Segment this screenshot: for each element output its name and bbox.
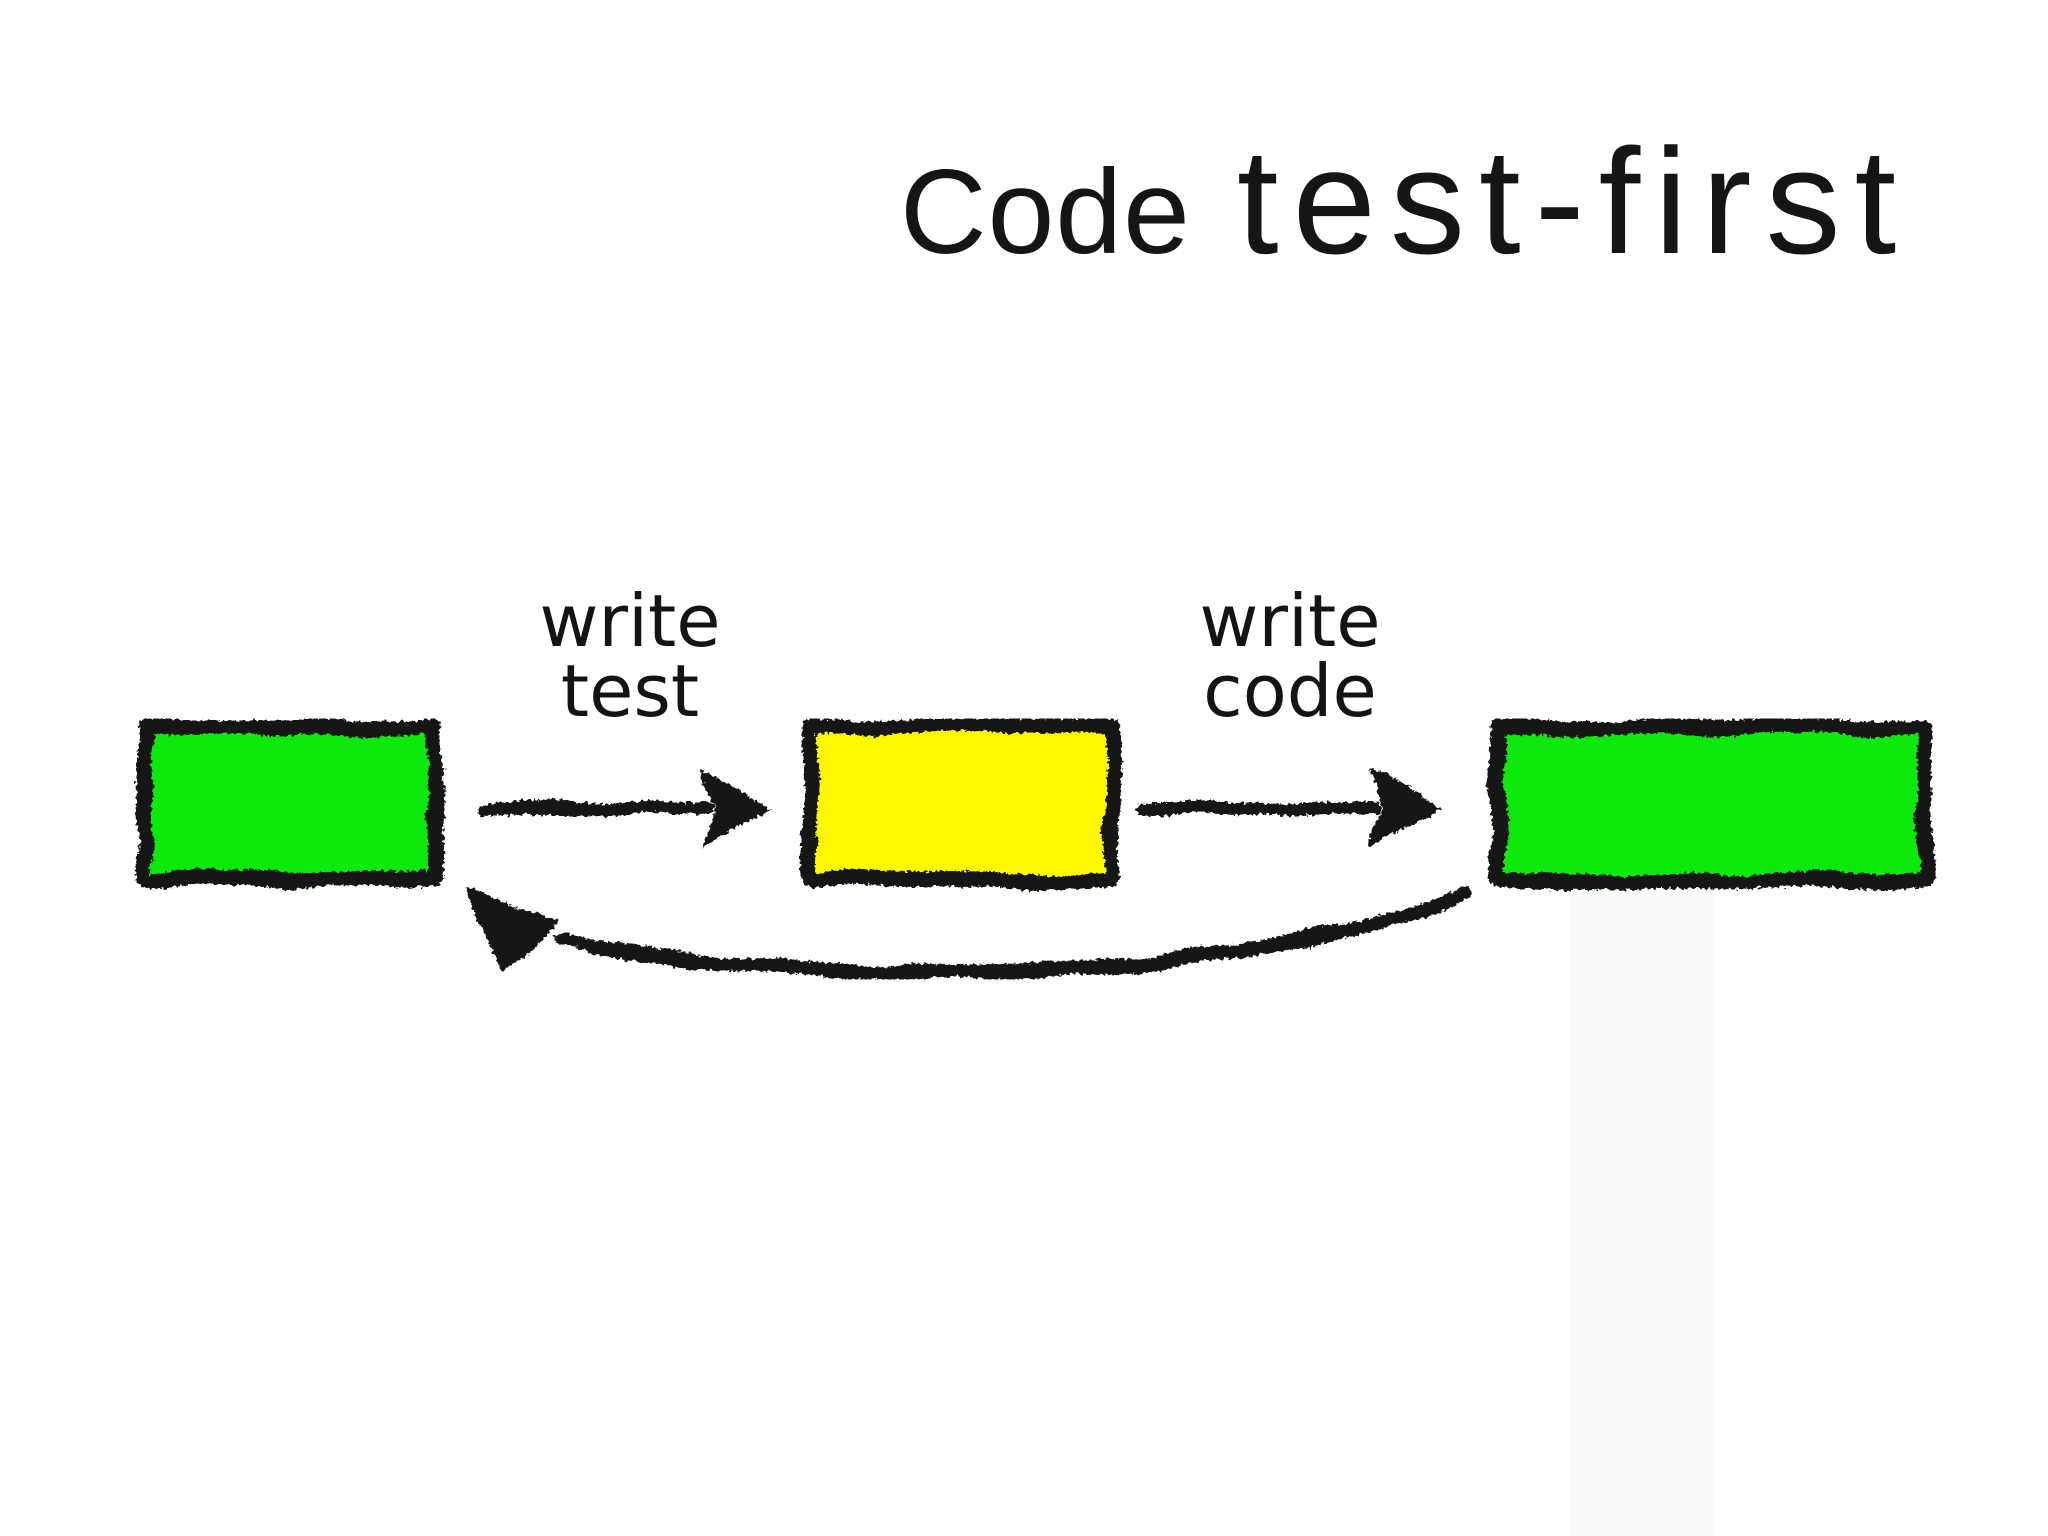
write-test-label-line2: test (560, 649, 700, 733)
write-code-label: write code (1150, 579, 1430, 733)
write-code-label-line2: code (1203, 649, 1377, 733)
write-code-label-line1: write (1199, 579, 1381, 663)
faint-background-band (1570, 888, 1713, 1536)
title-emphasis: test-first (1236, 117, 1911, 285)
title-prefix: Code (900, 145, 1191, 279)
green-box-left (137, 718, 443, 888)
write-test-label-line1: write (539, 579, 721, 663)
write-test-arrowhead (699, 767, 769, 849)
return-arrow (553, 887, 1471, 980)
yellow-box-middle (802, 718, 1121, 888)
slide-title: Code test-first (900, 126, 1910, 276)
write-code-arrowhead (1369, 767, 1439, 849)
write-test-label: write test (490, 579, 770, 733)
return-arrowhead (465, 889, 559, 973)
green-box-right (1490, 718, 1933, 888)
